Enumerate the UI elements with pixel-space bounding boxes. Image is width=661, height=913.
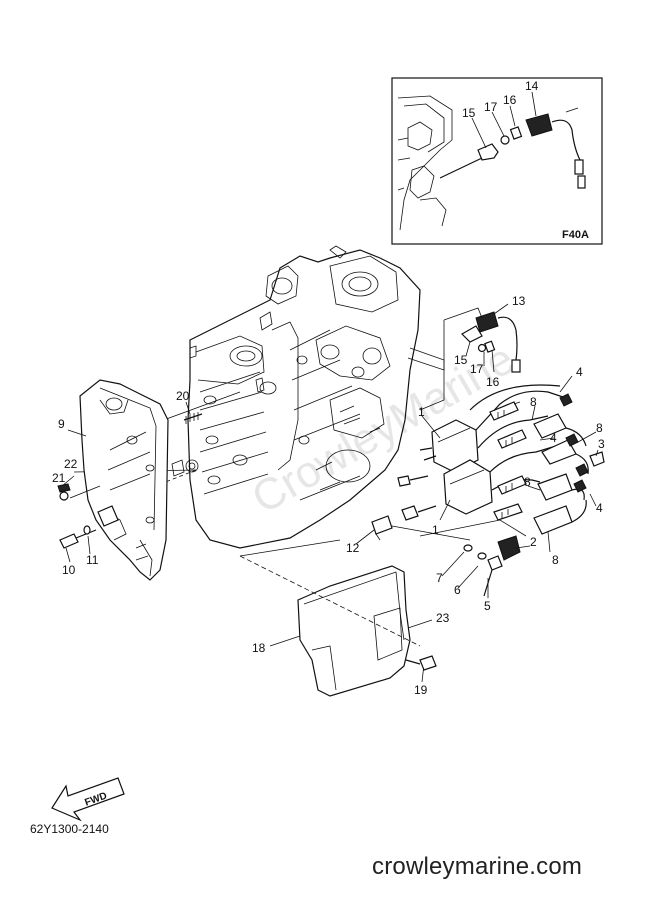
callout-8a: 8: [530, 395, 537, 409]
callout-21: 21: [52, 471, 66, 485]
stud-20: [183, 413, 203, 421]
callout-14: 14: [525, 79, 539, 93]
callout-7: 7: [436, 571, 443, 585]
callout-17-inset: 17: [484, 100, 498, 114]
callout-19: 19: [414, 683, 428, 697]
callout-15-inset: 15: [462, 106, 476, 120]
inset-box: [391, 77, 603, 245]
callout-5: 5: [484, 599, 491, 613]
callout-1b: 1: [432, 523, 439, 537]
bracket-part-9: [79, 379, 169, 581]
cover-part-18: [239, 539, 437, 697]
site-name: crowleymarine.com: [372, 853, 583, 880]
callout-3: 3: [598, 437, 605, 451]
left-fasteners: [57, 483, 101, 549]
callout-18: 18: [252, 641, 266, 655]
callout-2: 2: [530, 535, 537, 549]
callout-12: 12: [346, 541, 360, 555]
ignition-coils: [419, 384, 567, 515]
engine-block: [171, 245, 421, 549]
callout-6: 6: [454, 583, 461, 597]
callout-16-inset: 16: [503, 93, 517, 107]
callout-16: 16: [486, 375, 500, 389]
callout-8b: 8: [596, 421, 603, 435]
sensor-assembly-main: [407, 307, 521, 411]
callout-15: 15: [454, 353, 468, 367]
callout-23: 23: [436, 611, 450, 625]
callout-9: 9: [58, 417, 65, 431]
callout-8d: 8: [552, 553, 559, 567]
callout-13: 13: [512, 294, 526, 308]
callout-4b: 4: [550, 431, 557, 445]
callout-22: 22: [64, 457, 78, 471]
callout-17: 17: [470, 362, 484, 376]
part-reference-code: 62Y1300-2140: [30, 822, 109, 836]
inset-label: F40A: [562, 229, 589, 241]
fwd-arrow-icon: FWD: [51, 777, 125, 822]
callout-4a: 4: [576, 365, 583, 379]
callout-20: 20: [176, 389, 190, 403]
callout-10: 10: [62, 563, 76, 577]
leader-lines: [61, 303, 599, 683]
callout-11: 11: [86, 553, 99, 567]
callout-8c: 8: [524, 475, 531, 489]
spark-plugs: [489, 401, 527, 521]
callout-1a: 1: [418, 405, 425, 419]
plug-caps: [533, 393, 605, 535]
callout-4c: 4: [596, 501, 603, 515]
